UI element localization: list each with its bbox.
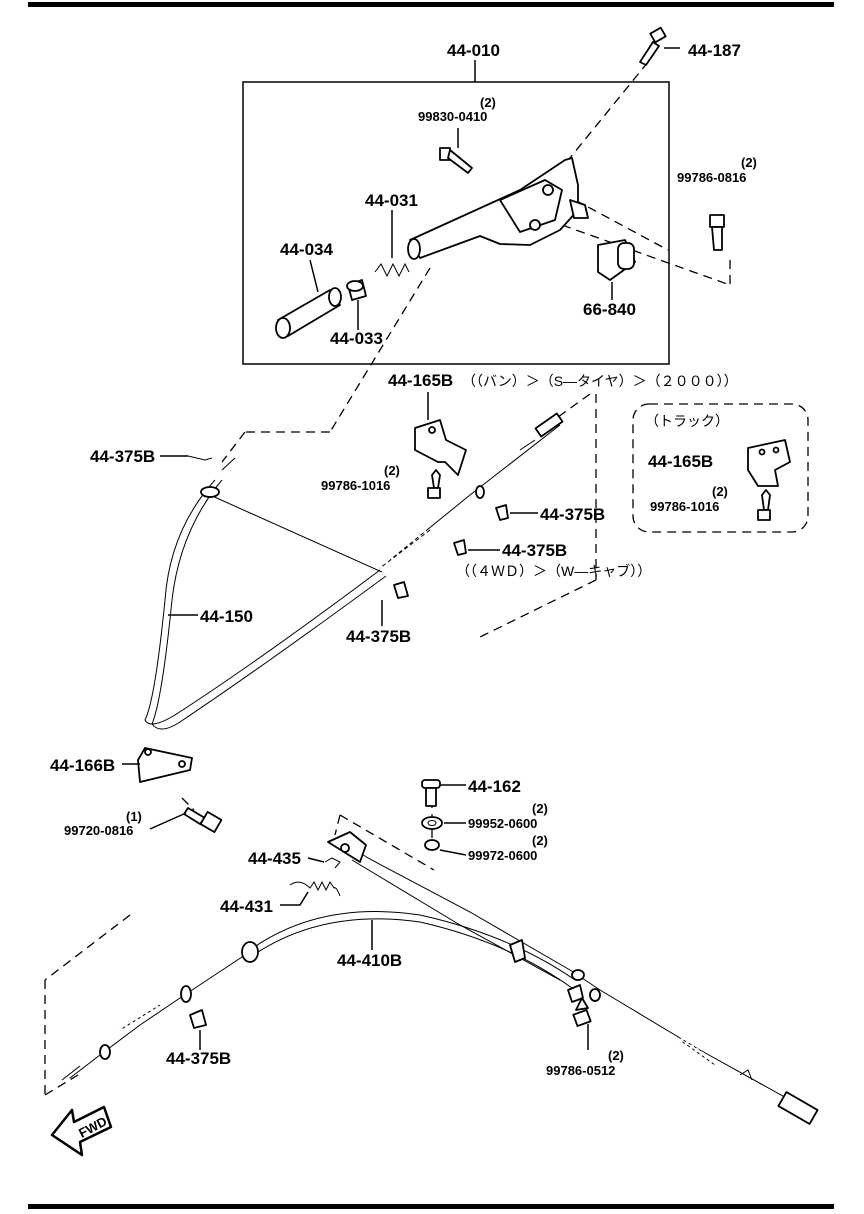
bracket-44-165B — [414, 392, 467, 476]
label-44-150: 44-150 — [200, 607, 253, 626]
washer-99952-0600 — [421, 816, 466, 830]
label-44-410B: 44-410B — [337, 951, 402, 970]
clip-44-435 — [307, 857, 341, 869]
label-99972-0600: 99972-0600 — [468, 848, 537, 863]
bolt-99786-0816 — [709, 214, 725, 251]
qty-99786-0816: (2) — [741, 155, 757, 170]
truck-option-box — [632, 403, 809, 533]
spring-44-031 — [374, 210, 410, 278]
clip-44-375B-1 — [160, 455, 213, 461]
label-44-162: 44-162 — [468, 777, 521, 796]
label-44-033: 44-033 — [330, 329, 383, 348]
label-99786-0816: 99786-0816 — [677, 170, 746, 185]
label-44-375B-2: 44-375B — [540, 505, 605, 524]
bracket-44-166B — [122, 747, 193, 783]
label-44-165B: 44-165B — [388, 371, 453, 390]
lever-assembly-box — [242, 81, 670, 365]
label-44-375B-3: 44-375B — [502, 541, 567, 560]
spring-44-431 — [280, 880, 341, 906]
qty-99952-0600: (2) — [532, 801, 548, 816]
switch-66-840 — [597, 239, 636, 300]
qty-99830: (2) — [480, 95, 496, 110]
truck-bracket-44-165B — [747, 439, 791, 487]
label-44-375B-1: 44-375B — [90, 447, 155, 466]
condition-van: （（バン）＞（S—タイヤ）＞（２０００）） — [462, 373, 738, 389]
bolt-99830-0410 — [439, 128, 473, 174]
bolt-44-187 — [639, 26, 680, 66]
label-44-435: 44-435 — [248, 849, 301, 868]
clip-44-375B-5 — [189, 1009, 207, 1050]
parking-lever — [407, 157, 589, 260]
condition-4wd: （（４ＷＤ）＞（W—キャブ）） — [456, 563, 651, 579]
bolt-99720-0816 — [149, 807, 223, 833]
qty-99972-0600: (2) — [532, 833, 548, 848]
label-99786-1016: 99786-1016 — [321, 478, 390, 493]
label-99786-0512: 99786-0512 — [546, 1063, 615, 1078]
bolt-99786-0512 — [572, 997, 592, 1050]
label-44-166B: 44-166B — [50, 756, 115, 775]
label-99786-1016-truck: 99786-1016 — [650, 499, 719, 514]
label-99952-0600: 99952-0600 — [468, 816, 537, 831]
clip-44-375B-3 — [453, 539, 500, 556]
truck-title: （トラック） — [645, 413, 729, 429]
bottom-rule — [28, 1204, 834, 1209]
label-66-840: 66-840 — [583, 300, 636, 319]
label-44-031: 44-031 — [365, 191, 418, 210]
label-44-010: 44-010 — [447, 41, 500, 60]
truck-screw-99786-1016 — [757, 489, 771, 521]
washer-99972-0600 — [424, 839, 467, 856]
screw-99786-1016 — [427, 469, 441, 499]
label-44-431: 44-431 — [220, 897, 273, 916]
grip-44-034 — [275, 259, 342, 339]
clip-44-375B-4 — [381, 581, 409, 626]
label-44-034: 44-034 — [280, 240, 333, 259]
top-rule — [28, 2, 834, 7]
fwd-arrow-icon — [50, 1105, 113, 1157]
label-44-375B-5: 44-375B — [166, 1049, 231, 1068]
label-99830-0410: 99830-0410 — [418, 109, 487, 124]
label-99720-0816: 99720-0816 — [64, 823, 133, 838]
label-44-375B-4: 44-375B — [346, 627, 411, 646]
sleeve-44-033 — [346, 279, 367, 330]
qty-99786-1016: (2) — [384, 463, 400, 478]
label-44-165B-truck: 44-165B — [648, 452, 713, 471]
rear-cable-44-410B — [61, 831, 819, 1125]
qty-99786-0512: (2) — [608, 1048, 624, 1063]
front-cable-44-150 — [144, 412, 564, 730]
qty-99786-1016-truck: (2) — [712, 484, 728, 499]
qty-99720-0816: (1) — [126, 809, 142, 824]
clip-44-375B-2 — [495, 504, 538, 521]
label-44-187: 44-187 — [688, 41, 741, 60]
pin-44-162 — [421, 779, 466, 807]
